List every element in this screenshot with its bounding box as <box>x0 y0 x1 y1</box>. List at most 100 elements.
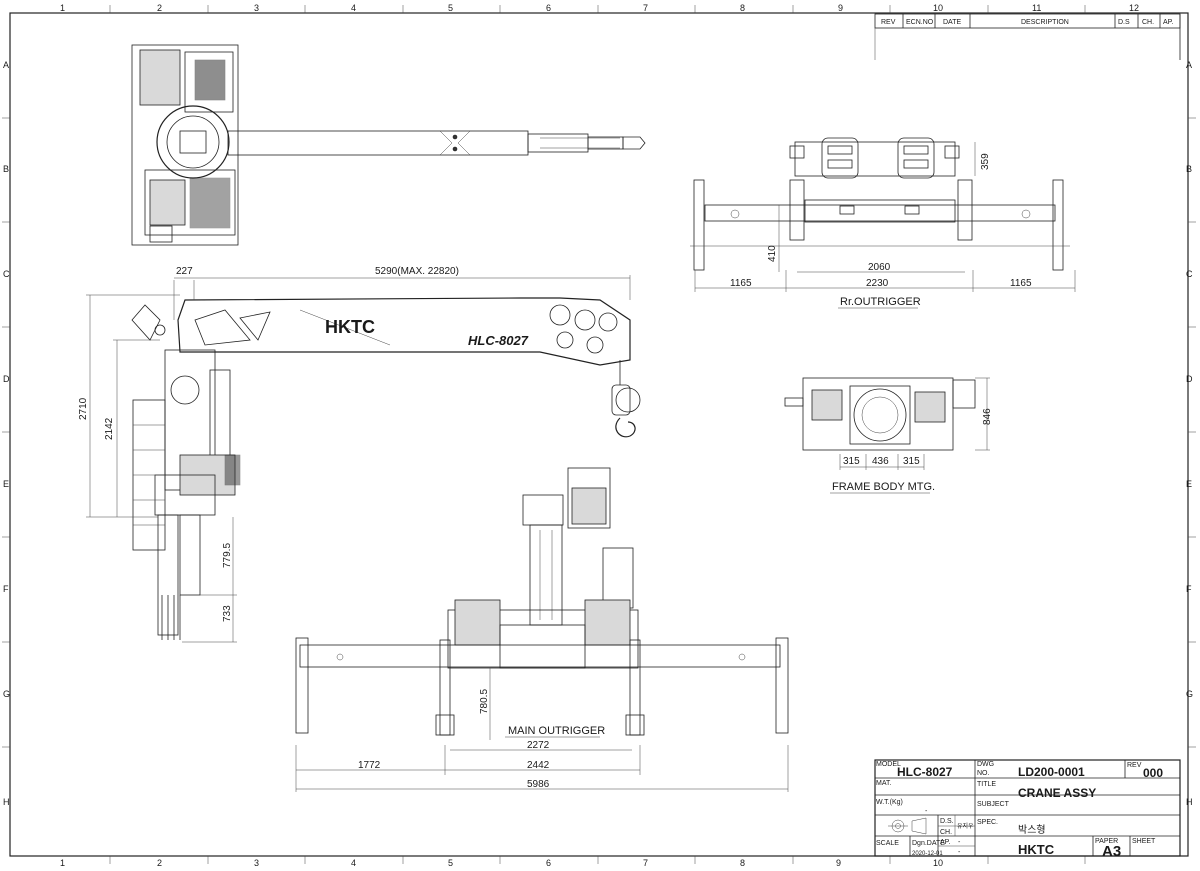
rear-outrigger-label: Rr.OUTRIGGER <box>840 296 921 308</box>
tb-brand-logo: HKTC <box>1018 842 1055 857</box>
col-label: 2 <box>157 3 162 13</box>
tb-ap-value: - <box>958 849 961 856</box>
col-label: 4 <box>351 3 356 13</box>
svg-text:F: F <box>3 584 9 594</box>
main-outrigger-label: MAIN OUTRIGGER <box>508 725 605 737</box>
col-label: 8 <box>740 3 745 13</box>
boom-model-mark: HLC-8027 <box>468 333 529 348</box>
tb-ds-value: 유지우 <box>957 822 974 830</box>
tb-title-label: TITLE <box>977 781 996 788</box>
svg-text:C: C <box>1186 269 1193 279</box>
dim-410: 410 <box>767 245 778 262</box>
border-row-labels: A A B B C C D D E E F F G G H H <box>3 60 1193 807</box>
tb-dwg-label: DWG <box>977 761 994 768</box>
col-label: 6 <box>546 858 551 868</box>
tb-subject-label: SUBJECT <box>977 801 1010 808</box>
svg-text:H: H <box>1186 797 1193 807</box>
dim-780-5: 780.5 <box>479 689 490 714</box>
svg-text:F: F <box>1186 584 1192 594</box>
description-header: DESCRIPTION <box>1021 19 1069 26</box>
svg-text:E: E <box>1186 479 1192 489</box>
col-label: 7 <box>643 858 648 868</box>
sheet-border <box>9 12 1189 857</box>
tb-ds-label: D.S. <box>940 818 954 825</box>
projection-symbol-icon <box>888 817 927 835</box>
tb-dgn-value: 2020-12-01 <box>912 851 943 857</box>
tb-wt-label: W.T.(Kg) <box>876 799 903 806</box>
dim-2710: 2710 <box>78 397 89 420</box>
tb-model-label: MODEL <box>876 761 901 768</box>
dim-1772: 1772 <box>358 760 381 771</box>
tb-ch-label: CH. <box>940 829 952 836</box>
title-block: MODEL HLC-8027 DWG NO. LD200-0001 REV 00… <box>874 759 1181 860</box>
dim-315-right: 315 <box>903 456 920 467</box>
dim-1165-left: 1165 <box>730 278 752 289</box>
crane-side-view: HKTC HLC-8027 <box>131 297 641 640</box>
col-label: 4 <box>351 858 356 868</box>
svg-text:H: H <box>3 797 10 807</box>
frame-body-label: FRAME BODY MTG. <box>832 481 935 493</box>
col-label: 1 <box>60 858 65 868</box>
dim-779-5: 779.5 <box>222 543 233 568</box>
ds-header: D.S <box>1118 19 1130 26</box>
svg-text:E: E <box>3 479 9 489</box>
tb-wt-value: - <box>925 808 928 815</box>
tb-ap-label: AP. <box>940 839 950 846</box>
col-label: 5 <box>448 3 453 13</box>
dim-2230: 2230 <box>866 278 889 289</box>
col-label: 6 <box>546 3 551 13</box>
dim-227: 227 <box>176 266 193 277</box>
dim-436: 436 <box>872 456 889 467</box>
svg-text:A: A <box>1186 60 1192 70</box>
col-label: 2 <box>157 858 162 868</box>
svg-text:B: B <box>1186 164 1192 174</box>
rear-outrigger-view: 359 410 2060 1165 2230 1165 Rr.OUTRIGGER <box>690 137 1076 309</box>
border-column-labels: 1 2 3 4 5 6 7 8 9 10 11 12 1 2 3 4 5 6 7… <box>60 3 1139 868</box>
revision-table: REV ECN.NO DATE DESCRIPTION D.S CH. AP. <box>874 13 1181 60</box>
svg-text:C: C <box>3 269 10 279</box>
boom-brand-logo: HKTC <box>325 317 375 337</box>
col-label: 1 <box>60 3 65 13</box>
frame-body-view: 846 315 436 315 FRAME BODY MTG. <box>784 377 993 494</box>
svg-text:D: D <box>1186 374 1193 384</box>
svg-text:G: G <box>1186 689 1193 699</box>
tb-rev-label: REV <box>1127 762 1142 769</box>
col-label: 11 <box>1032 3 1041 13</box>
tb-ch-value: - <box>958 839 961 846</box>
main-outrigger-view: 780.5 MAIN OUTRIGGER 2272 1772 2442 5986 <box>295 467 789 792</box>
tb-paper-label: PAPER <box>1095 838 1118 845</box>
tb-spec-label: SPEC. <box>977 819 998 826</box>
tb-spec-value: 박스형 <box>1018 824 1046 836</box>
dim-315-left: 315 <box>843 456 860 467</box>
tb-paper-value: A3 <box>1102 843 1121 860</box>
dim-2442: 2442 <box>527 760 550 771</box>
dim-5986: 5986 <box>527 779 550 790</box>
tb-model-value: HLC-8027 <box>897 765 953 779</box>
tb-scale-label: SCALE <box>876 840 899 847</box>
col-label: 10 <box>933 858 943 868</box>
svg-text:D: D <box>3 374 10 384</box>
tb-sheet-label: SHEET <box>1132 838 1156 845</box>
dim-2272: 2272 <box>527 740 550 751</box>
svg-text:A: A <box>3 60 9 70</box>
svg-text:G: G <box>3 689 10 699</box>
tb-dwg-value: LD200-0001 <box>1018 765 1085 779</box>
rev-header: REV <box>881 19 896 26</box>
dim-846: 846 <box>982 408 993 425</box>
side-view-dimensions: 227 5290(MAX. 22820) 2710 2142 779.5 733 <box>78 266 631 643</box>
dim-359: 359 <box>980 153 991 170</box>
border-column-ticks <box>109 5 1086 864</box>
col-label: 12 <box>1129 3 1139 13</box>
col-label: 5 <box>448 858 453 868</box>
dim-reach: 5290(MAX. 22820) <box>375 266 459 277</box>
col-label: 10 <box>933 3 943 13</box>
tb-title-value: CRANE ASSY <box>1018 786 1096 800</box>
dim-2060: 2060 <box>868 262 891 273</box>
dim-733: 733 <box>222 605 233 622</box>
svg-text:B: B <box>3 164 9 174</box>
ap-header: AP. <box>1163 19 1173 26</box>
dim-2142: 2142 <box>104 417 115 440</box>
tb-rev-value: 000 <box>1143 766 1163 780</box>
crane-top-view <box>131 44 646 246</box>
tb-mat-label: MAT. <box>876 780 891 787</box>
